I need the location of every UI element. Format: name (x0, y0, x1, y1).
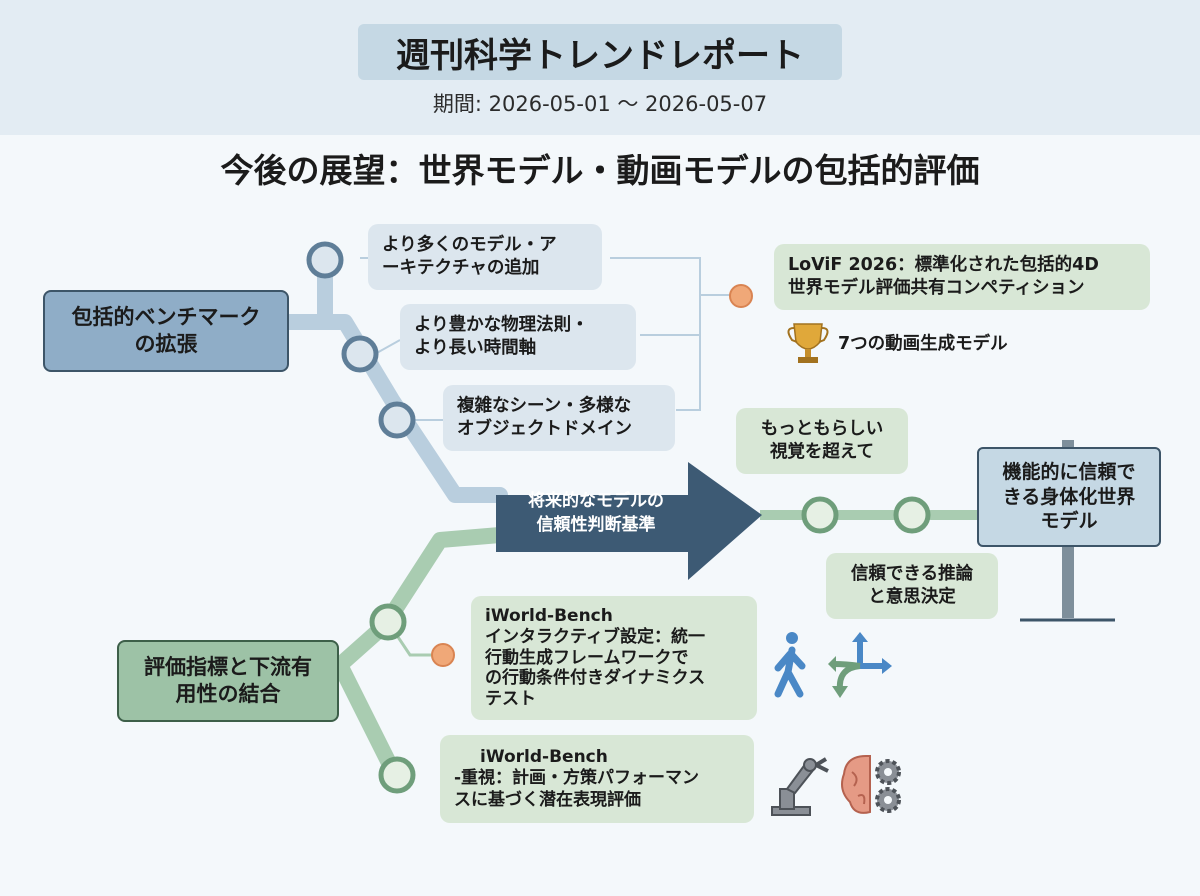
goal-signboard: 機能的に信頼で きる身体化世界 モデル (977, 447, 1161, 547)
metrics-utility-root: 評価指標と下流有 用性の結合 (117, 640, 339, 722)
root-line-2: の拡張 (134, 332, 198, 356)
beyond-visual-bubble: もっともらしい 視覚を超えて (736, 408, 908, 474)
item-line: オブジェクトドメイン (457, 419, 632, 439)
lovif-competition: LoViF 2026：標準化された包括的4D 世界モデル評価共有コンペティション (774, 244, 1150, 310)
iworld-line: iWorld-Bench (480, 747, 608, 768)
orange-dot-iworld (431, 643, 455, 667)
iworld-line: 行動生成フレームワークで (485, 647, 689, 668)
item-line: より豊かな物理法則・ (414, 315, 589, 336)
iworld-bench-interactive: iWorld-Bench インタラクティブ設定：統一 行動生成フレームワークで … (471, 596, 757, 720)
direction-arrows-icon (828, 632, 892, 698)
orange-dot-competition (729, 284, 753, 308)
trophy-caption: 7つの動画生成モデル (838, 334, 1008, 354)
brain-gears-icon (841, 755, 901, 814)
green-node-2 (378, 756, 416, 794)
goal-line: きる身体化世界 (1002, 485, 1136, 508)
root-line-1: 包括的ベンチマーク (71, 304, 261, 329)
item-complex-scenes: 複雑なシーン・多様な オブジェクトドメイン (443, 385, 675, 451)
report-period: 期間: 2026-05-01 〜 2026-05-07 (432, 92, 768, 116)
criteria-arrow (496, 462, 762, 580)
bubble-line: と意思決定 (868, 587, 956, 607)
main-heading: 今後の展望：世界モデル・動画モデルの包括的評価 (220, 151, 980, 190)
competition-line: LoViF 2026：標準化された包括的4D (788, 255, 1099, 276)
item-line: 複雑なシーン・多様な (457, 396, 632, 417)
goal-line: モデル (1040, 510, 1098, 533)
iworld-line: -重視：計画・方策パフォーマン (454, 768, 700, 789)
blue-track (280, 254, 508, 503)
iworld-line: インタラクティブ設定：統一 (485, 626, 705, 647)
path-node-1 (801, 496, 839, 534)
green-track (332, 527, 508, 783)
iworld-bench-planning: iWorld-Bench -重視：計画・方策パフォーマン スに基づく潜在表現評価 (440, 735, 754, 823)
iworld-line: iWorld-Bench (485, 606, 613, 627)
bubble-line: もっともらしい (760, 419, 884, 440)
green-node-1 (369, 603, 407, 641)
root-line-2: 用性の結合 (175, 682, 281, 706)
arrow-label-line: 将来的なモデルの (528, 491, 664, 511)
path-node-2 (893, 496, 931, 534)
iworld-line: の行動条件付きダイナミクス (485, 668, 706, 689)
blue-node-3 (378, 401, 416, 439)
item-line: ーキテクチャの追加 (382, 258, 540, 278)
report-title: 週刊科学トレンドレポート (358, 24, 842, 80)
blue-node-1 (306, 241, 344, 279)
reasoning-bubble: 信頼できる推論 と意思決定 (826, 553, 998, 619)
iworld-line: スに基づく潜在表現評価 (454, 789, 641, 810)
bubble-line: 視覚を超えて (769, 442, 875, 462)
goal-line: 機能的に信頼で (1002, 460, 1136, 483)
iworld-line: テスト (485, 689, 536, 710)
trophy-icon (787, 323, 829, 363)
blue-node-2 (341, 335, 379, 373)
item-more-models: より多くのモデル・ア ーキテクチャの追加 (368, 224, 602, 290)
root-line-1: 評価指標と下流有 (144, 654, 312, 679)
walking-person-icon (774, 632, 806, 698)
benchmark-expansion-root: 包括的ベンチマーク の拡張 (43, 290, 289, 372)
robot-arm-icon (771, 757, 829, 816)
item-line: より多くのモデル・ア (382, 235, 557, 256)
item-line: より長い時間軸 (414, 338, 537, 358)
blue-connector-lines (360, 257, 730, 421)
competition-line: 世界モデル評価共有コンペティション (788, 278, 1085, 298)
bubble-line: 信頼できる推論 (850, 564, 974, 585)
criteria-arrow-label: 将来的なモデルの 信頼性判断基準 (496, 490, 696, 538)
item-richer-physics: より豊かな物理法則・ より長い時間軸 (400, 304, 636, 370)
arrow-label-line: 信頼性判断基準 (536, 514, 656, 535)
